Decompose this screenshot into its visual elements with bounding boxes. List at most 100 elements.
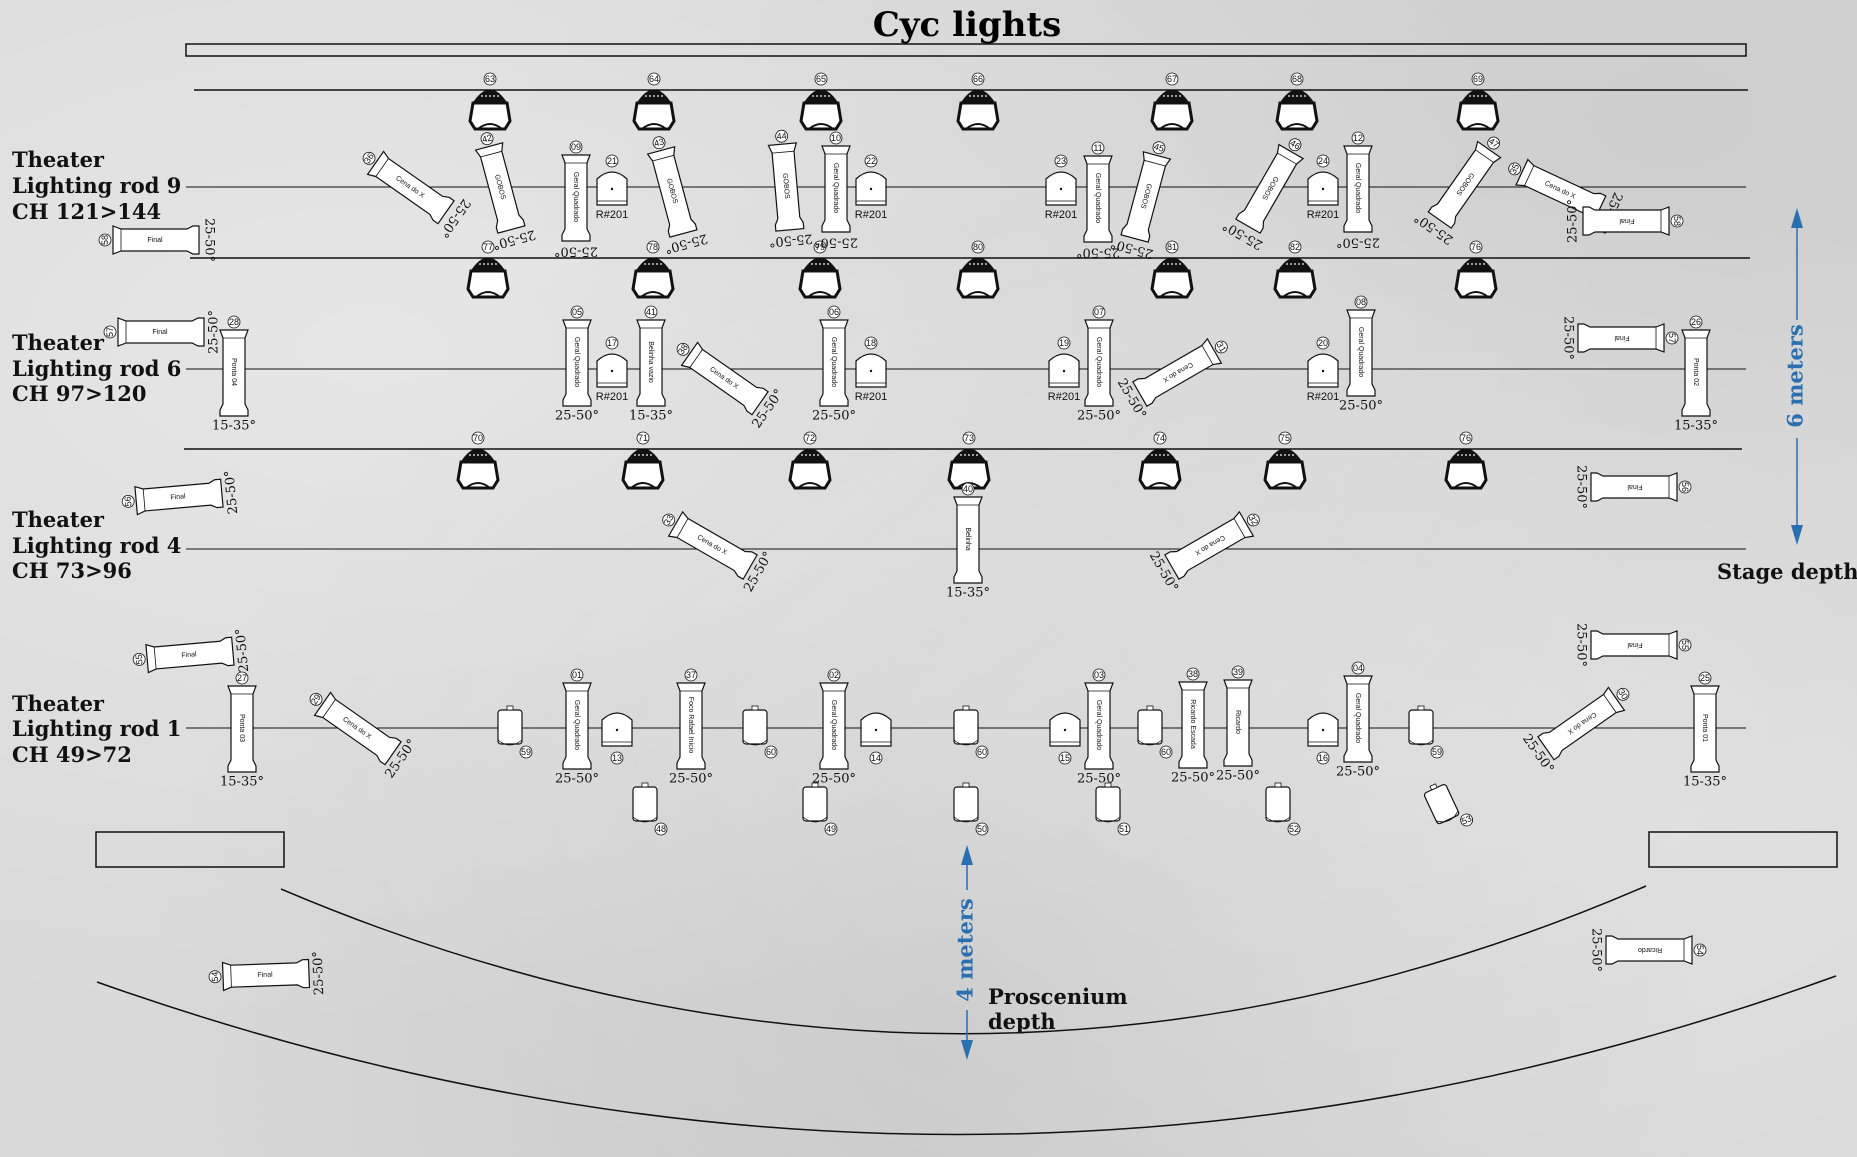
svg-text:54: 54	[1695, 945, 1705, 955]
cyc-light-fixture[interactable]: 72	[788, 431, 832, 490]
profile-spot-fixture[interactable]: Cena do X25-50°30	[1519, 673, 1640, 776]
svg-text:53: 53	[1460, 813, 1473, 826]
fresnel-fixture[interactable]: 20R#201	[1307, 336, 1339, 403]
channel-number: 16	[1316, 751, 1330, 765]
fresnel-fixture[interactable]: 14	[860, 712, 892, 765]
cyc-light-fixture[interactable]: 77	[466, 240, 510, 299]
par-can-fixture[interactable]: 60	[1137, 705, 1173, 759]
par-can-fixture[interactable]: 49	[802, 782, 838, 836]
par-can-fixture[interactable]: 50	[953, 782, 989, 836]
cyc-light-fixture[interactable]: 78	[631, 240, 675, 299]
cyc-light-fixture[interactable]: 82	[1273, 240, 1317, 299]
channel-number: 07	[1092, 305, 1106, 319]
rod-label-line1: Theater	[12, 691, 105, 716]
cyc-light-fixture[interactable]: 68	[1275, 72, 1319, 131]
cyc-light-fixture[interactable]: 74	[1138, 431, 1182, 490]
fixture-label: Foco Rafael Início	[687, 697, 694, 754]
par-can-fixture[interactable]: 53	[1422, 776, 1475, 837]
svg-text:31: 31	[1215, 340, 1229, 354]
cyc-light-fixture[interactable]: 81	[1150, 240, 1194, 299]
profile-spot-fixture[interactable]: Cena do X25-50°32	[1146, 498, 1270, 595]
par-can-fixture[interactable]: 51	[1095, 782, 1131, 836]
cyc-light-fixture[interactable]: 66	[956, 72, 1000, 131]
par-can-fixture[interactable]: 59	[497, 705, 533, 759]
fresnel-fixture[interactable]: 13	[601, 712, 633, 765]
cyc-light-fixture[interactable]: 63	[468, 72, 512, 131]
stage-right-box	[1648, 831, 1838, 868]
cyc-light-fixture[interactable]: 76	[1454, 240, 1498, 299]
cyc-light-fixture[interactable]: 65	[799, 72, 843, 131]
fresnel-fixture[interactable]: 18R#201	[855, 336, 887, 403]
fresnel-fixture[interactable]: 15	[1049, 712, 1081, 765]
fresnel-fixture[interactable]: 16	[1307, 712, 1339, 765]
fresnel-fixture[interactable]: 19R#201	[1048, 336, 1080, 403]
cyc-light-fixture[interactable]: 70	[456, 431, 500, 490]
cyc-light-fixture[interactable]: 80	[956, 240, 1000, 299]
svg-text:29: 29	[309, 692, 323, 706]
par-can-fixture[interactable]: 52	[1265, 782, 1301, 836]
profile-spot-fixture[interactable]: Cena do X25-50°31	[1114, 325, 1238, 422]
fixture-label: Final	[1627, 641, 1643, 648]
cyc-light-fixture[interactable]: 67	[1150, 72, 1194, 131]
channel-number: 30	[1616, 687, 1630, 701]
cyc-light-fixture[interactable]: 69	[1456, 72, 1500, 131]
fresnel-fixture[interactable]: 23R#201	[1045, 154, 1077, 221]
par-can-fixture[interactable]: 48	[632, 782, 668, 836]
channel-number: 40	[961, 482, 975, 496]
fresnel-fixture[interactable]: 21R#201	[596, 154, 628, 221]
fresnel-fixture[interactable]: 22R#201	[855, 154, 887, 221]
cyc-light-fixture[interactable]: 75	[1263, 431, 1307, 490]
fresnel-fixture[interactable]: 24R#201	[1307, 154, 1339, 221]
profile-spot-fixture[interactable]: Cena do X25-50°38	[666, 328, 787, 431]
profile-spot-fixture[interactable]: Cena do X25-50°36	[352, 137, 473, 240]
cyc-light-fixture[interactable]: 64	[632, 72, 676, 131]
fresnel-fixture[interactable]: 17R#201	[596, 336, 628, 403]
par-can-fixture[interactable]: 59	[1408, 705, 1444, 759]
par-can-fixture[interactable]: 60	[742, 705, 778, 759]
profile-spot-fixture[interactable]: Cena do X25-50°29	[299, 678, 420, 781]
cyc-light-fixture[interactable]: 79	[798, 240, 842, 299]
cyc-light-fixture[interactable]: 76	[1444, 431, 1488, 490]
svg-text:37: 37	[686, 670, 696, 680]
profile-spot-fixture[interactable]: Cena do X25-50°33	[653, 498, 777, 595]
cyc-light-fixture[interactable]: 73	[947, 431, 991, 490]
par-can-fixture[interactable]: 60	[953, 705, 989, 759]
cyc-light-fixture[interactable]: 71	[621, 431, 665, 490]
